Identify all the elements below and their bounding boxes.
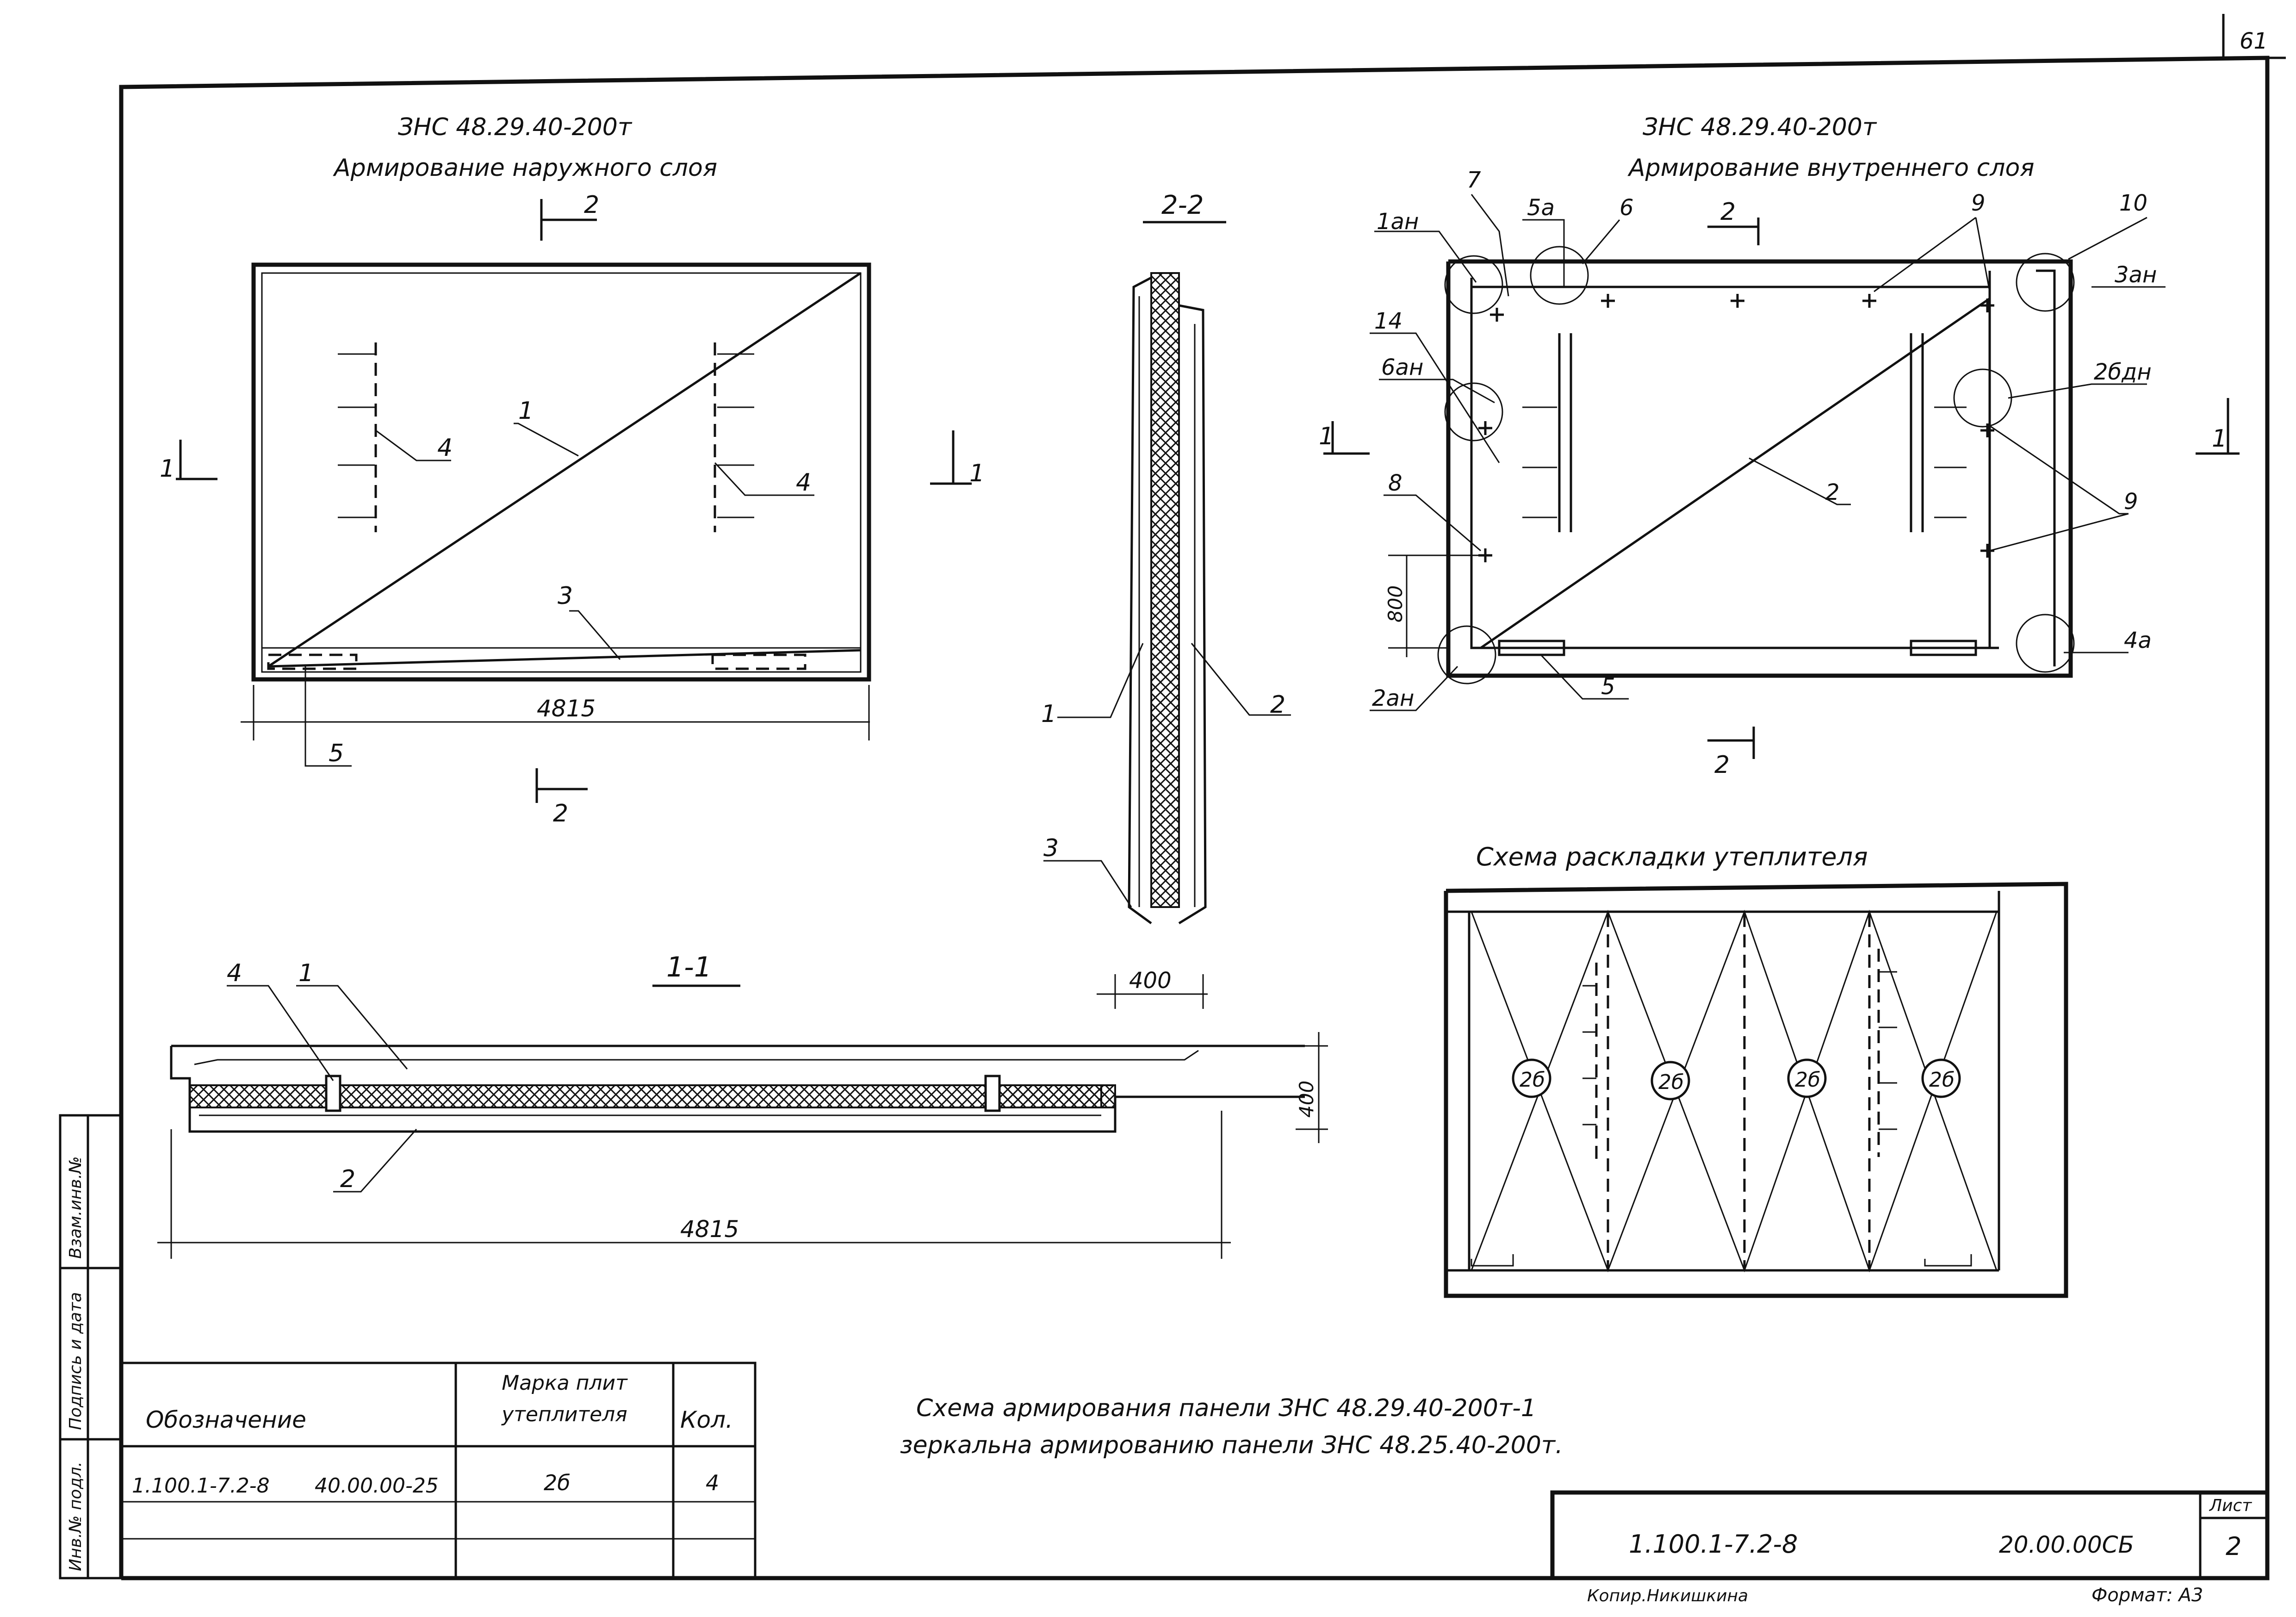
insulation-mark-4: 2б: [1929, 1068, 1955, 1092]
outer-section-2-bottom: 2: [553, 800, 568, 827]
section-2-2: 2-2: [1043, 190, 1291, 1009]
section-2-2-title: 2-2: [1161, 190, 1204, 220]
outer-length-dimension: 4815: [537, 695, 596, 722]
spec-row-mark: 2б: [544, 1470, 571, 1495]
spec-header-designation: Обозначение: [146, 1406, 306, 1433]
left-strip-signature-date: Подпись и дата: [66, 1292, 85, 1430]
inner-section-2-bottom: 2: [1714, 751, 1730, 779]
inner-section-2-top: 2: [1720, 198, 1736, 226]
copied-by-label: Копир.Никишкина: [1587, 1586, 1748, 1605]
insulation-scheme-title: Схема раскладки утеплителя: [1476, 842, 1868, 871]
insulation-scheme: Схема раскладки утеплителя: [1444, 842, 2068, 1298]
outer-label-3: 3: [558, 582, 573, 610]
title-block-doc-number: 20.00.00СБ: [1999, 1531, 2134, 1558]
outer-diagonal-bar: [267, 272, 862, 668]
spec-row-qty: 4: [706, 1470, 719, 1495]
inner-label-7: 7: [1467, 167, 1481, 193]
outer-layer-view: ЗНС 48.29.40-200т Армирование наружного …: [176, 113, 972, 803]
section-1-1-label-4: 4: [227, 959, 242, 987]
note-line-2: зеркальна армированию панели ЗНС 48.25.4…: [900, 1431, 1563, 1459]
insulation-mark-3: 2б: [1795, 1068, 1820, 1092]
outer-section-1-left: 1: [160, 455, 175, 483]
inner-label-5a: 5а: [1527, 195, 1555, 221]
inner-label-9a: 9: [1971, 190, 1986, 216]
outer-label-5: 5: [329, 740, 344, 767]
inner-label-14: 14: [1374, 308, 1402, 334]
insulation-mark-1: 2б: [1520, 1068, 1545, 1092]
inner-label-2bdan: 2бдн: [2094, 359, 2152, 385]
outer-section-1-right: 1: [969, 460, 985, 487]
title-block: [1550, 1490, 2267, 1578]
outer-label-4a: 4: [437, 434, 453, 462]
inner-label-4a: 4а: [2124, 628, 2152, 653]
outer-label-1: 1: [518, 397, 534, 425]
outer-view-subtitle: Армирование наружного слоя: [333, 154, 717, 182]
spec-header-mark: Марка плит утеплителя: [502, 1371, 627, 1426]
spec-row-designation-b: 40.00.00-25: [315, 1474, 439, 1498]
left-strip-replacement-inv: Взам.инв.№: [66, 1156, 85, 1259]
outer-panel-outline: [251, 262, 871, 682]
section-2-2-dimension: 400: [1129, 968, 1172, 994]
section-1-1-length-dimension: 4815: [680, 1216, 739, 1243]
insulation-mark-2: 2б: [1658, 1070, 1684, 1094]
inner-diagonal-bar: [1480, 297, 1991, 649]
section-1-1: 1-1: [157, 951, 1328, 1259]
inner-label-5: 5: [1601, 674, 1615, 700]
outer-label-4b: 4: [796, 469, 811, 497]
inner-layer-view: ЗНС 48.29.40-200т Армирование внутреннег…: [1323, 113, 2240, 759]
inner-label-6: 6: [1620, 195, 1634, 221]
outer-section-2-top: 2: [584, 191, 599, 219]
spec-header-qty: Кол.: [680, 1406, 733, 1433]
section-1-1-label-2: 2: [340, 1165, 355, 1193]
section-2-2-label-1: 1: [1041, 700, 1056, 728]
left-margin-strip: [59, 1114, 123, 1580]
inner-view-title: ЗНС 48.29.40-200т: [1643, 113, 1877, 141]
section-2-2-label-2: 2: [1270, 691, 1285, 719]
inner-view-subtitle: Армирование внутреннего слоя: [1627, 154, 2035, 182]
note-line-1: Схема армирования панели ЗНС 48.29.40-20…: [916, 1394, 1536, 1422]
inner-label-2an: 2ан: [1372, 685, 1414, 711]
inner-label-6an: 6ан: [1381, 354, 1423, 380]
inner-section-1-right: 1: [2212, 425, 2227, 453]
section-1-1-height-dimension: 400: [1295, 1081, 1318, 1118]
inner-section-1-left: 1: [1319, 423, 1334, 450]
section-1-1-label-1: 1: [298, 959, 314, 987]
format-label: Формат: А3: [2091, 1585, 2203, 1606]
section-1-1-insulation: [189, 1084, 1116, 1108]
left-strip-original-inv: Инв.№ подл.: [66, 1462, 85, 1571]
sheet-frame: [119, 14, 2286, 1580]
inner-dimension-800: 800: [1384, 585, 1407, 622]
outer-view-title: ЗНС 48.29.40-200т: [398, 113, 633, 141]
section-2-2-insulation: [1150, 272, 1180, 908]
inner-labels: 1ан 7 5а 6 9 10 3ан 14 6ан 2бдн 2 9 8 80…: [1319, 167, 2227, 779]
section-2-2-label-3: 3: [1043, 834, 1059, 862]
spec-table: [120, 1362, 757, 1580]
inner-label-1an: 1ан: [1377, 209, 1419, 235]
inner-panel-outline: [1446, 259, 2073, 678]
corner-sheet-number: 61: [2240, 28, 2268, 54]
title-block-sheet-label: Лист: [2209, 1496, 2252, 1515]
inner-label-9b: 9: [2124, 489, 2138, 515]
spec-row-designation-a: 1.100.1-7.2-8: [132, 1474, 270, 1498]
title-block-sheet-number: 2: [2226, 1532, 2241, 1561]
inner-label-2: 2: [1825, 479, 1840, 505]
inner-label-8: 8: [1388, 470, 1402, 496]
section-1-1-title: 1-1: [666, 951, 712, 983]
title-block-code: 1.100.1-7.2-8: [1629, 1530, 1798, 1559]
inner-label-10: 10: [2119, 190, 2147, 216]
inner-label-3an: 3ан: [2115, 262, 2157, 288]
